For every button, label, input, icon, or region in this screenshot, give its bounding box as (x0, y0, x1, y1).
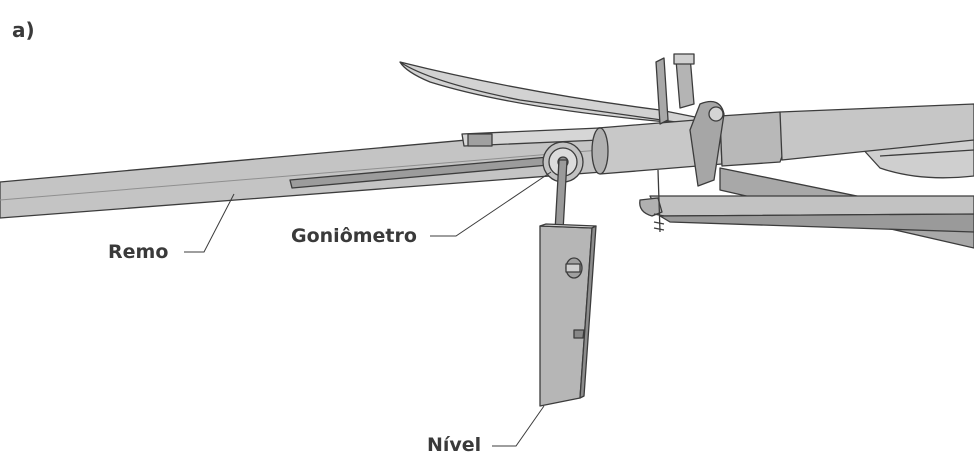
goniometro-label: Goniômetro (291, 225, 417, 247)
oar-shaft (0, 127, 603, 219)
nivel-leader-line (492, 405, 545, 447)
oar-blade (399, 61, 701, 125)
remo-leader-line (184, 193, 235, 253)
nivel-label: Nível (427, 434, 482, 456)
remo-label: Remo (108, 241, 169, 263)
panel-label: a) (12, 18, 35, 42)
oarlock (653, 53, 725, 233)
goniometro-leader-line (430, 171, 552, 237)
rigger-arm (639, 137, 974, 249)
level-block (539, 223, 597, 407)
